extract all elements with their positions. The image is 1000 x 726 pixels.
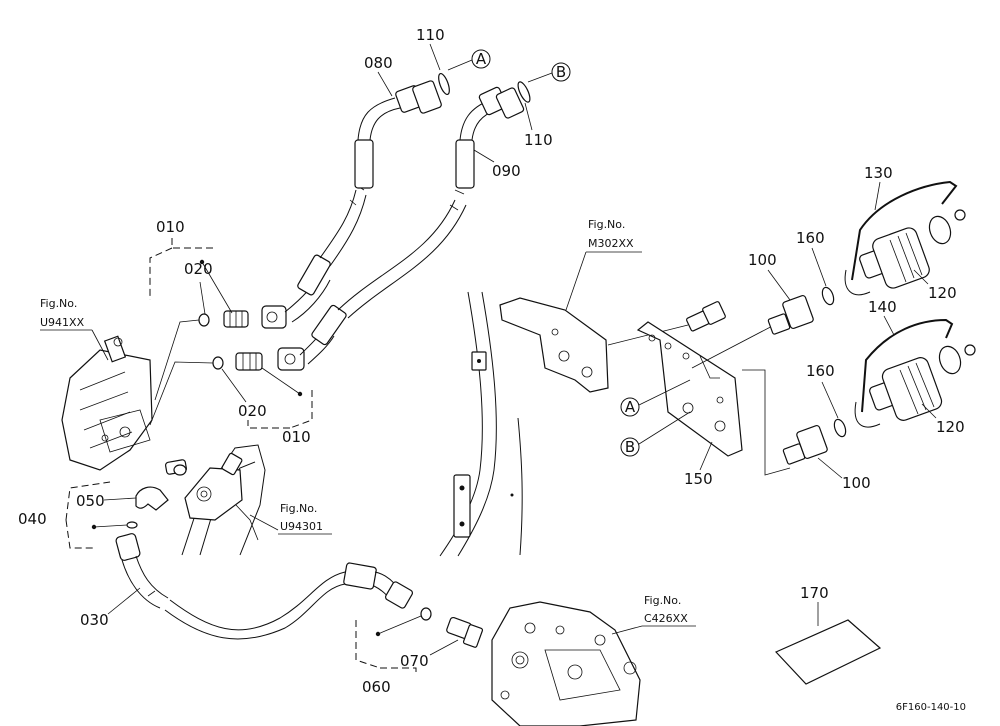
lift-bracket	[181, 444, 266, 556]
svg-text:U941XX: U941XX	[40, 316, 85, 329]
instruction-sheet-170: 170	[774, 584, 882, 685]
seal-160-upper	[821, 286, 835, 306]
bracket-010-bottom: 020 010	[221, 367, 313, 446]
tractor-frame	[439, 291, 523, 557]
bracket-060: 070 060	[355, 615, 459, 696]
label-120-top: 120	[928, 284, 957, 302]
elbow-fitting-050	[126, 459, 188, 529]
label-100-top: 100	[748, 251, 777, 269]
svg-text:020: 020	[184, 260, 213, 278]
label-030: 030	[80, 611, 109, 629]
bracket-010-top: 010 020	[149, 218, 233, 315]
label-150: 150	[684, 470, 713, 488]
hose-090	[299, 81, 531, 365]
fig-ref-u94301[interactable]: Fig.No. U94301	[249, 502, 332, 535]
fig-ref-c426xx[interactable]: Fig.No. C426XX	[611, 594, 696, 635]
svg-text:010: 010	[282, 428, 311, 446]
svg-text:Fig.No.: Fig.No.	[280, 502, 317, 515]
control-valve-block	[61, 335, 153, 471]
label-140: 140	[868, 298, 897, 316]
svg-text:C426XX: C426XX	[644, 612, 688, 625]
dust-cap-strap-140	[854, 318, 954, 428]
svg-text:070: 070	[400, 652, 429, 670]
fig-ref-m302xx[interactable]: Fig.No. M302XX	[565, 218, 642, 311]
fitting-020-upper	[198, 310, 249, 328]
label-120-bot: 120	[936, 418, 965, 436]
callout-a-top: A	[447, 49, 491, 71]
drawing-code: 6F160-140-10	[896, 702, 966, 713]
label-130: 130	[864, 164, 893, 182]
adapter-fitting	[607, 301, 726, 346]
svg-text:Fig.No.: Fig.No.	[40, 297, 77, 310]
coupler-120-lower	[869, 344, 976, 421]
callout-a-plate: A	[620, 379, 691, 417]
coupler-plate-150	[636, 321, 743, 457]
label-100-bot: 100	[842, 474, 871, 492]
hose-end-nut-upper	[261, 305, 287, 329]
hydraulic-valve-body	[491, 601, 641, 726]
hose-end-nut-lower	[277, 347, 305, 371]
label-080: 080	[364, 54, 393, 72]
fitting-070	[420, 607, 484, 648]
adapter-100-upper	[767, 294, 814, 335]
coupler-120-upper	[859, 209, 966, 289]
dust-cap-strap-130	[844, 180, 958, 296]
svg-text:B: B	[556, 63, 566, 81]
label-160-top: 160	[796, 229, 825, 247]
svg-text:020: 020	[238, 402, 267, 420]
fitting-020-lower	[212, 352, 263, 371]
svg-text:170: 170	[800, 584, 829, 602]
mount-bracket-m302	[499, 297, 609, 393]
svg-text:Fig.No.: Fig.No.	[644, 594, 681, 607]
hose-080	[284, 72, 450, 323]
svg-text:Fig.No.: Fig.No.	[588, 218, 625, 231]
bracket-040: 040 050	[18, 481, 137, 549]
callout-b-plate: B	[620, 411, 691, 457]
label-160-bot: 160	[806, 362, 835, 380]
svg-text:050: 050	[76, 492, 105, 510]
label-110-bot: 110	[524, 131, 553, 149]
svg-text:A: A	[625, 398, 636, 416]
seal-160-lower	[833, 418, 847, 438]
adapter-100-lower	[782, 424, 828, 465]
callout-b-top: B	[527, 62, 571, 83]
svg-text:060: 060	[362, 678, 391, 696]
svg-text:010: 010	[156, 218, 185, 236]
fig-ref-u941xx[interactable]: Fig.No. U941XX	[40, 297, 109, 361]
svg-text:M302XX: M302XX	[588, 237, 634, 250]
svg-text:040: 040	[18, 510, 47, 528]
label-090: 090	[492, 162, 521, 180]
svg-text:B: B	[625, 438, 635, 456]
svg-text:U94301: U94301	[280, 520, 323, 533]
svg-text:A: A	[476, 50, 487, 68]
label-110-top: 110	[416, 26, 445, 44]
hose-030	[115, 533, 414, 640]
